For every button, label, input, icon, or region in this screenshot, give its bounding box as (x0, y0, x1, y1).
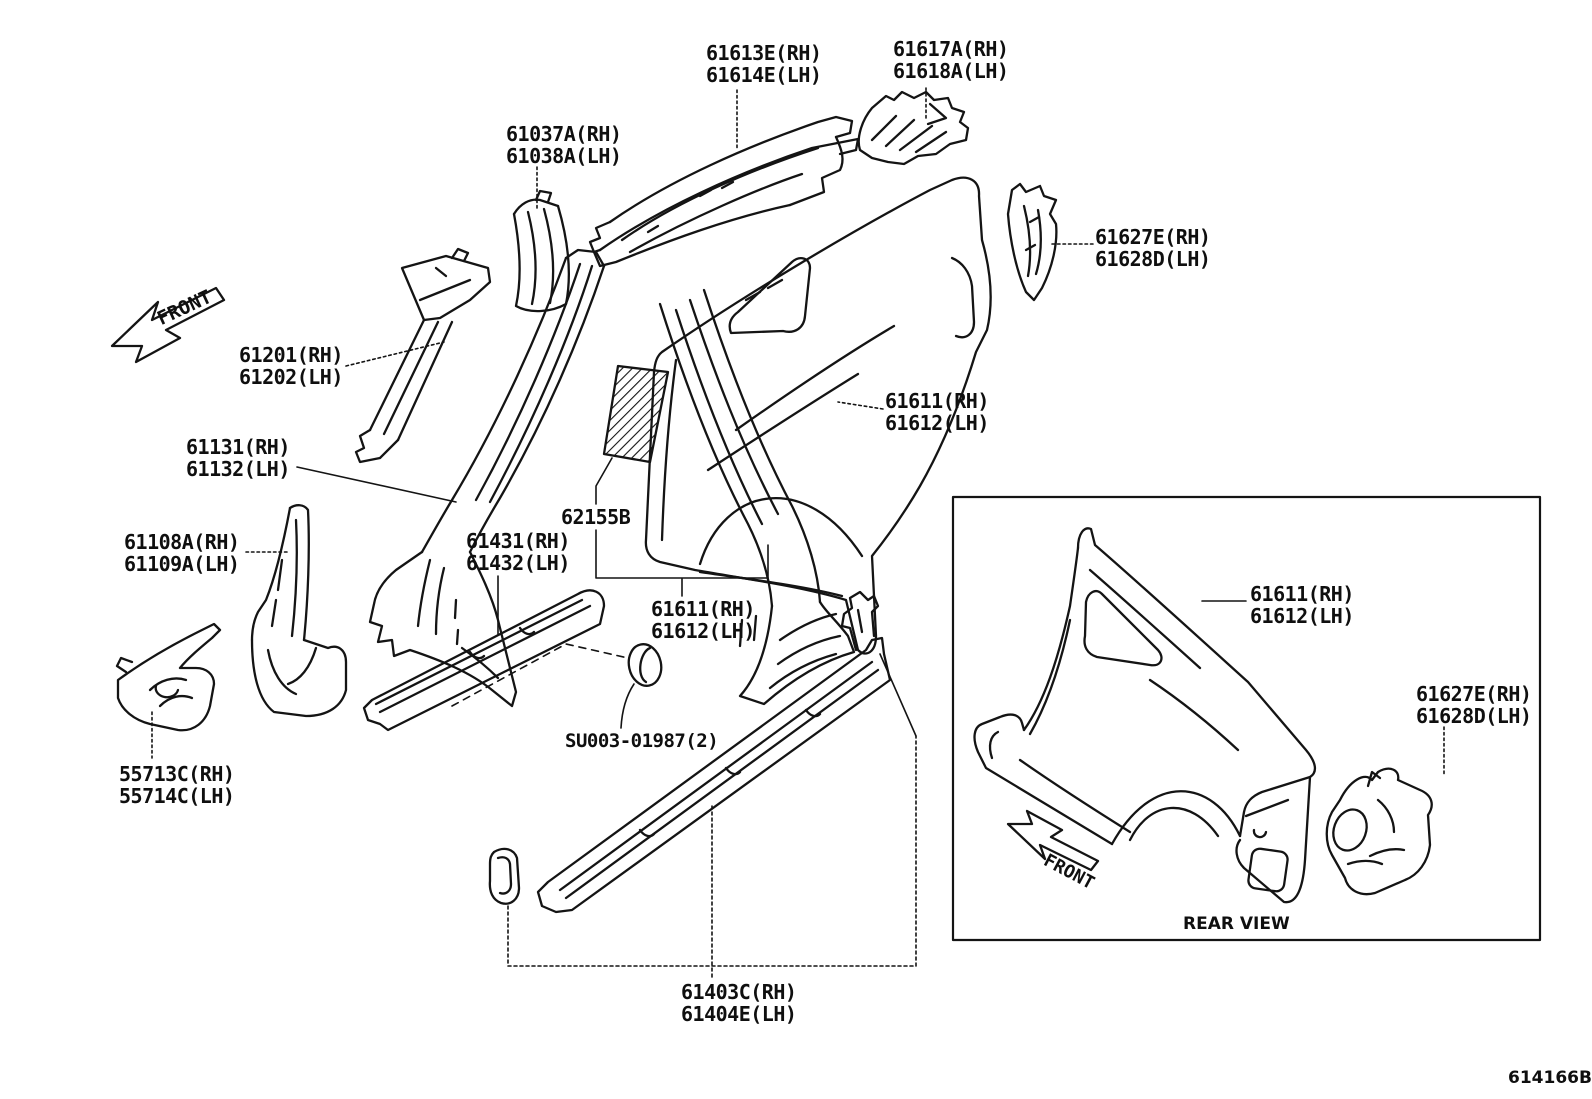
rear-view-quarter-panel-drawing (973, 527, 1317, 904)
side-member-drawing (368, 248, 856, 708)
front-direction-arrow-rear-view (1006, 809, 1100, 872)
label-cowl-side-brace: 55713C(RH) 55714C(LH) (119, 762, 235, 808)
leader-side-member (296, 466, 457, 503)
front-direction-arrow-main (110, 286, 226, 364)
label-hole-plug: SU003-01987(2) (565, 730, 719, 752)
label-rv-gusset: 61627E(RH) 61628D(LH) (1416, 682, 1532, 728)
label-roof-rail-brace: 61617A(RH) 61618A(LH) (893, 37, 1009, 83)
silencer-patch-drawing (602, 364, 670, 464)
dash-link-plug (451, 643, 629, 707)
front-pillar-lower-drawing (250, 504, 348, 718)
roof-side-rail-drawing (588, 115, 860, 268)
leader-lines (151, 87, 1445, 979)
bracket-rocker-reinforcement (507, 735, 917, 979)
rocker-panel-drawing (362, 589, 606, 732)
label-rv-quarter-panel: 61611(RH) 61612(LH) (1250, 582, 1354, 628)
quarter-panel-drawing (644, 176, 992, 655)
label-side-member: 61131(RH) 61132(LH) (186, 435, 290, 481)
rear-view-box (951, 495, 1542, 942)
label-quarter-panel: 61611(RH) 61612(LH) (885, 389, 989, 435)
label-rocker-reinforcement: 61403C(RH) 61404E(LH) (681, 980, 797, 1026)
label-silencer: 62155B (561, 505, 631, 529)
rear-view-gusset-drawing (1325, 767, 1433, 896)
label-quarter-gusset: 61627E(RH) 61628D(LH) (1095, 225, 1211, 271)
leader-hole-plug (620, 683, 635, 729)
leader-quarter-panel (837, 401, 884, 410)
link-rocker-clip (879, 653, 917, 737)
cowl-side-brace-drawing (115, 622, 222, 732)
leader-silencer (595, 457, 613, 505)
hole-plug-drawing (627, 643, 663, 687)
label-rocker-panel: 61431(RH) 61432(LH) (466, 529, 570, 575)
label-front-pillar-upper: 61201(RH) 61202(LH) (239, 343, 343, 389)
roof-rail-brace-drawing (857, 90, 970, 166)
label-front-pillar-lower: 61108A(RH) 61109A(LH) (124, 530, 240, 576)
rear-view-caption: REAR VIEW (1183, 914, 1290, 934)
front-pillar-upper-drawing (354, 247, 492, 464)
label-windshield-header: 61037A(RH) 61038A(LH) (506, 122, 622, 168)
label-roof-side-rail: 61613E(RH) 61614E(LH) (706, 41, 822, 87)
rocker-reinforcement-drawing (536, 590, 892, 914)
label-quarter-panel-lower: 61611(RH) 61612(LH) (651, 597, 755, 643)
rocker-end-piece-drawing (488, 847, 521, 905)
doc-code: 614166B (1508, 1068, 1592, 1088)
windshield-header-side-drawing (512, 189, 570, 313)
quarter-gusset-drawing (1006, 182, 1058, 302)
bracket-quarter-lower (595, 529, 769, 597)
leader-front-pillar-upper (345, 341, 445, 367)
